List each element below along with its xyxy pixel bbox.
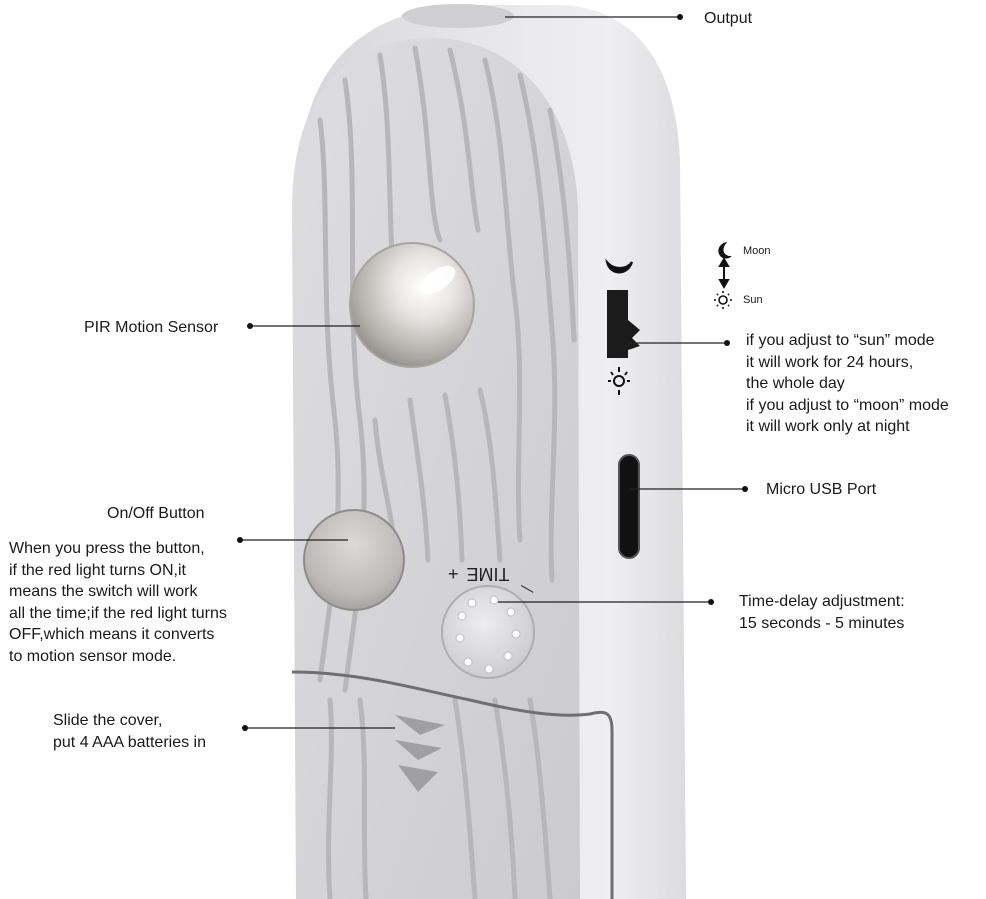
- micro-usb-port-label: Micro USB Port: [766, 481, 877, 498]
- pir-lens: [349, 242, 475, 368]
- moon-mark-icon: [605, 258, 633, 274]
- on-off-button-shape: [303, 509, 405, 611]
- time-knob: [441, 585, 535, 679]
- sun-mark-icon: [608, 367, 630, 395]
- mode-switch: [607, 290, 640, 358]
- time-delay-label: Time-delay adjustment: 15 seconds - 5 mi…: [739, 593, 905, 632]
- sun-icon: [714, 291, 732, 309]
- time-marking: TIME: [467, 564, 510, 584]
- slide-arrows-icon: [395, 715, 445, 792]
- on-off-button-description: When you press the button, if the red li…: [9, 540, 227, 665]
- battery-cover-seam: [291, 670, 614, 899]
- on-off-button-title: On/Off Button: [107, 505, 205, 522]
- mode-switch-description: if you adjust to “sun” mode it will work…: [746, 332, 949, 435]
- leader-lines: [240, 16, 745, 729]
- sun-legend-label: Sun: [743, 294, 763, 306]
- time-knob-dots: [455, 595, 521, 674]
- up-down-arrow-icon: [718, 256, 730, 290]
- pir-motion-sensor-label: PIR Motion Sensor: [84, 319, 219, 336]
- moon-icon: [718, 242, 732, 259]
- time-plus-marking: +: [448, 564, 459, 584]
- moon-legend-label: Moon: [743, 245, 771, 257]
- slide-cover-label: Slide the cover, put 4 AAA batteries in: [53, 712, 206, 751]
- leader-dots: [237, 14, 748, 731]
- output-cap: [402, 4, 514, 28]
- output-label: Output: [704, 10, 753, 27]
- micro-usb-port: [618, 454, 640, 559]
- time-minus-marking: —: [518, 577, 538, 598]
